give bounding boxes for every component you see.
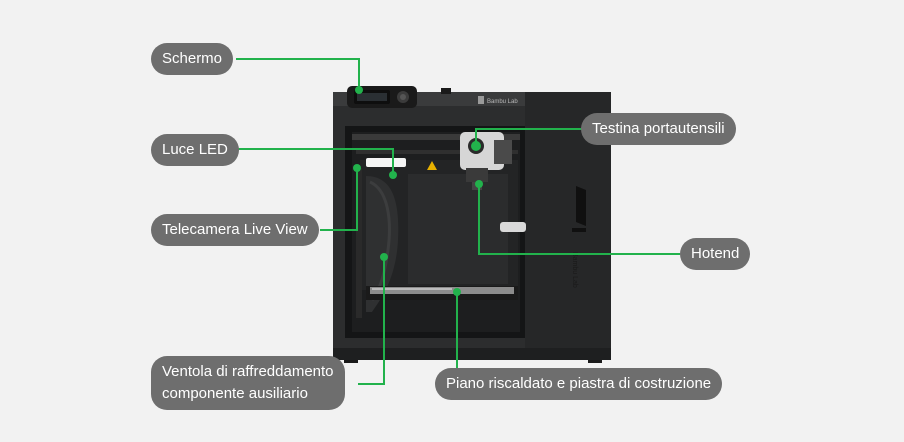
- callout-line-telecamera: [320, 169, 358, 231]
- label-piano: Piano riscaldato e piastra di costruzion…: [435, 368, 723, 400]
- callout-dot-testina: [472, 141, 480, 149]
- label-telecamera: Telecamera Live View: [151, 214, 319, 246]
- callout-dot-telecamera: [353, 164, 361, 172]
- callout-line-ventola: [358, 258, 385, 385]
- label-luce-led: Luce LED: [151, 134, 239, 166]
- callout-dot-hotend: [475, 180, 483, 188]
- label-hotend: Hotend: [680, 238, 751, 270]
- callout-dots: [353, 86, 483, 296]
- callout-dot-piano: [453, 288, 461, 296]
- callout-line-luce-led: [232, 148, 394, 174]
- callout-dot-schermo: [355, 86, 363, 94]
- callout-dot-ventola: [380, 253, 388, 261]
- brand-badge-text: Bambu Lab: [487, 99, 518, 105]
- screen-panel: [347, 86, 451, 108]
- brand-badge: Bambu Lab: [478, 96, 518, 105]
- side-logo: Bambu Lab: [571, 186, 586, 288]
- front-window: [345, 126, 526, 338]
- label-ventola-line2: componente ausiliario: [162, 385, 308, 402]
- callout-lines: [232, 58, 680, 385]
- callout-line-testina: [475, 128, 583, 143]
- side-logo-text: Bambu Lab: [571, 252, 578, 288]
- label-testina: Testina portautensili: [581, 113, 736, 145]
- callout-line-schermo: [236, 58, 360, 89]
- label-ventola: Ventola di raffreddamento componente aus…: [151, 356, 345, 410]
- label-ventola-line1: Ventola di raffreddamento: [162, 363, 334, 380]
- label-schermo: Schermo: [151, 43, 234, 75]
- callout-dot-luce-led: [389, 171, 397, 179]
- callout-line-hotend: [478, 185, 680, 255]
